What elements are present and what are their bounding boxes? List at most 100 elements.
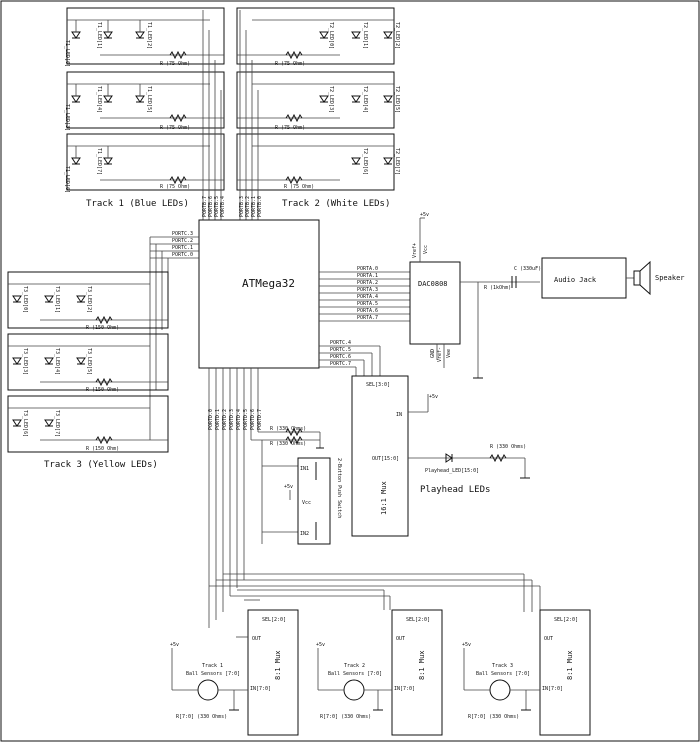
- mux-select-routing: [209, 573, 541, 612]
- svg-text:Track 1: Track 1: [202, 663, 223, 669]
- mux16-sel-label: SEL[3:0]: [366, 382, 390, 388]
- mux-8to1-track1: [247, 609, 299, 736]
- mux16-wires: [408, 394, 530, 479]
- switch-internals: [289, 462, 317, 540]
- playhead-led-label: Playhead_LED[15:0]: [425, 468, 479, 474]
- svg-text:8:1 Mux: 8:1 Mux: [274, 650, 282, 680]
- track2-title: Track 2 (White LEDs): [282, 199, 390, 209]
- r150-label: R (150 Ohm): [86, 446, 119, 452]
- svg-text:SEL[2:0]: SEL[2:0]: [262, 617, 286, 623]
- speaker-icon: [626, 260, 651, 296]
- porta-label: PORTA.2: [357, 280, 378, 286]
- mux16-label: 16:1 Mux: [380, 481, 388, 515]
- track1-led-block-mid: [66, 71, 225, 129]
- svg-text:R[7:0] (330 Ohms): R[7:0] (330 Ohms): [468, 714, 519, 720]
- portb-label: PORTB.4: [220, 196, 226, 217]
- vref-neg-label: Vref-: [437, 347, 443, 362]
- svg-text:Track 2: Track 2: [344, 663, 365, 669]
- t1-led-label: T1_LED[6]: [64, 166, 70, 193]
- portd-label: PORTD.2: [222, 409, 228, 430]
- mux8-1-texts: SEL[2:0] OUT IN[7:0] 8:1 Mux +5v Track 1…: [170, 617, 286, 720]
- r150-label: R (150 Ohm): [86, 387, 119, 393]
- svg-text:OUT: OUT: [544, 636, 553, 642]
- portd-label: PORTD.6: [250, 409, 256, 430]
- t2-led-label: T2_LED[4]: [362, 86, 368, 113]
- dac0808-chip: [409, 261, 461, 345]
- r1k-label: R (1kOhm): [484, 285, 511, 291]
- portb-label: PORTB.3: [239, 196, 245, 217]
- t1-led-label: T1_LED[2]: [146, 22, 152, 49]
- track1-led-block-top: [66, 7, 225, 65]
- portb-labels: PORTB.7 PORTB.6 PORTB.5 PORTB.4 PORTB.3 …: [202, 196, 263, 217]
- in1-label: IN1: [300, 466, 309, 472]
- dac-power-wires: [419, 217, 540, 379]
- track1-led-block-bot: [66, 133, 225, 191]
- t2-led-label: T2_LED[3]: [328, 86, 334, 113]
- mux-16to1-chip: [351, 375, 409, 537]
- plus5v-label: +5v: [420, 212, 429, 218]
- t1-led-label: T1_LED[3]: [64, 104, 70, 131]
- t2-led-labels: T2_LED[0] T2_LED[1] T2_LED[2] T2_LED[3] …: [328, 22, 400, 175]
- in2-label: IN2: [300, 531, 309, 537]
- track2-led-block-top: [236, 7, 395, 65]
- vref-label: Vref+: [412, 243, 418, 258]
- portb-label: PORTB.1: [251, 196, 257, 217]
- t3-led-labels: T3_LED[0] T3_LED[1] T3_LED[2] T3_LED[3] …: [22, 286, 92, 437]
- mux16-in-label: IN: [396, 412, 402, 418]
- porta-label: PORTA.7: [357, 315, 378, 321]
- svg-text:SEL[2:0]: SEL[2:0]: [406, 617, 430, 623]
- portc-label: PORTC.6: [330, 354, 351, 360]
- t2-led-label: T2_LED[5]: [394, 86, 400, 113]
- track3-title: Track 3 (Yellow LEDs): [44, 460, 158, 470]
- svg-text:+5v: +5v: [170, 642, 179, 648]
- t1-led-label: T1_LED[0]: [64, 40, 70, 67]
- vee-label: Vee: [446, 349, 452, 358]
- t3-led-label: T3_LED[4]: [54, 348, 60, 375]
- portd-label: PORTD.0: [208, 409, 214, 430]
- t2-led-label: T2_LED[1]: [362, 22, 368, 49]
- t2-led-label: T2_LED[7]: [394, 148, 400, 175]
- svg-text:IN[7:0]: IN[7:0]: [250, 686, 271, 692]
- svg-text:+5v: +5v: [462, 642, 471, 648]
- r75-label: R (75 Ohm): [275, 125, 305, 131]
- portd-label: PORTD.4: [236, 409, 242, 430]
- t3-led-label: T3_LED[1]: [54, 286, 60, 313]
- svg-text:8:1 Mux: 8:1 Mux: [566, 650, 574, 680]
- portd-bus: [208, 368, 324, 628]
- t3-led-label: T3_LED[5]: [86, 348, 92, 375]
- plus5v-label: +5v: [284, 484, 293, 490]
- track2-led-block-bot: [236, 133, 395, 191]
- portd-label: PORTD.3: [229, 409, 235, 430]
- r75-label: R (75 Ohm): [160, 125, 190, 131]
- t1-led-labels: T1_LED[0] T1_LED[1] T1_LED[2] T1_LED[3] …: [64, 22, 152, 193]
- portb-label: PORTB.2: [245, 196, 251, 217]
- svg-text:R[7:0] (330 Ohms): R[7:0] (330 Ohms): [320, 714, 371, 720]
- svg-text:OUT: OUT: [396, 636, 405, 642]
- t1-led-label: T1_LED[7]: [96, 148, 102, 175]
- push-switch-box: [297, 457, 331, 545]
- portb-label: PORTB.0: [257, 196, 263, 217]
- portc-label: PORTC.2: [172, 238, 193, 244]
- portc-label: PORTC.3: [172, 231, 193, 237]
- speaker-label: Speaker: [655, 274, 685, 282]
- t3-led-label: T3_LED[0]: [22, 286, 28, 313]
- portd-label: PORTD.1: [215, 409, 221, 430]
- mux8-3-texts: SEL[2:0] OUT IN[7:0] 8:1 Mux +5v Track 3…: [462, 617, 578, 720]
- plus5v-label: +5v: [429, 394, 438, 400]
- r330-label: R (330 Ohms): [270, 441, 306, 447]
- portb-label: PORTB.7: [202, 196, 208, 217]
- svg-text:OUT: OUT: [252, 636, 261, 642]
- track1-title: Track 1 (Blue LEDs): [86, 199, 189, 209]
- gnd-label: GND: [430, 349, 436, 358]
- svg-text:Ball Sensors [7:0]: Ball Sensors [7:0]: [328, 671, 382, 677]
- portc-label: PORTC.4: [330, 340, 351, 346]
- t2-led-label: T2_LED[2]: [394, 22, 400, 49]
- t1-led-label: T1_LED[4]: [96, 86, 102, 113]
- t3-led-label: T3_LED[7]: [54, 410, 60, 437]
- portc-label: PORTC.1: [172, 245, 193, 251]
- portc-label: PORTC.0: [172, 252, 193, 258]
- t1-led-label: T1_LED[1]: [96, 22, 102, 49]
